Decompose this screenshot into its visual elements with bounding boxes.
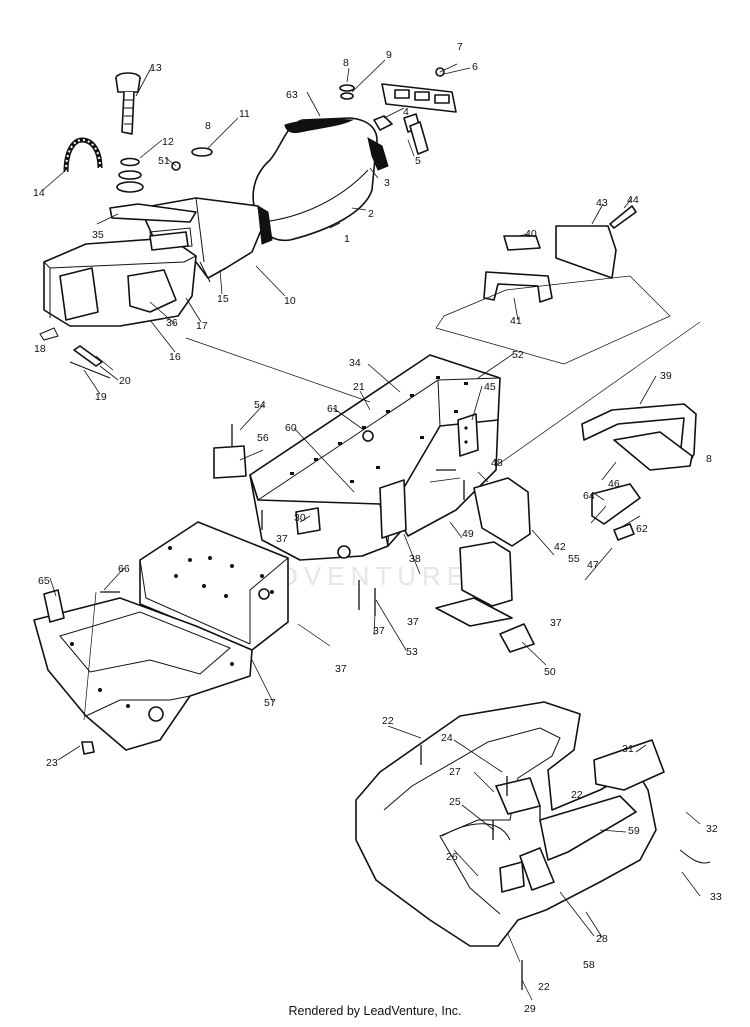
callout-39: 39: [660, 370, 672, 382]
callout-16: 16: [169, 351, 181, 363]
callout-10: 10: [284, 295, 296, 307]
callout-12: 12: [162, 136, 174, 148]
rear-seat-bracket: [339, 67, 457, 155]
callout-24: 24: [441, 732, 453, 744]
callout-5: 5: [415, 155, 421, 167]
callout-37e: 37: [550, 617, 562, 629]
callout-7: 7: [457, 41, 463, 53]
callout-33: 33: [710, 891, 722, 903]
callout-8: 8: [343, 57, 349, 69]
callout-30: 30: [294, 512, 306, 524]
callout-3: 3: [384, 177, 390, 189]
callout-38: 38: [409, 553, 421, 565]
footer-credit: Rendered by LeadVenture, Inc.: [288, 1004, 462, 1018]
callout-27: 27: [449, 766, 461, 778]
callout-49: 49: [462, 528, 474, 540]
callout-65: 65: [38, 575, 50, 587]
callout-22a: 22: [382, 715, 394, 727]
fuel-cap-assembly: [115, 72, 213, 193]
callout-46: 46: [608, 478, 620, 490]
callout-45: 45: [484, 381, 496, 393]
callout-42: 42: [554, 541, 566, 553]
callout-48: 48: [491, 457, 503, 469]
callout-51: 51: [158, 155, 170, 167]
callout-56: 56: [257, 432, 269, 444]
callout-21: 21: [353, 381, 365, 393]
fastener-stems: [100, 424, 541, 990]
callout-14: 14: [33, 187, 45, 199]
callout-52: 52: [512, 349, 524, 361]
callout-47: 47: [587, 559, 599, 571]
leader-lines: [42, 59, 701, 1001]
callout-22c: 22: [538, 981, 550, 993]
callout-41: 41: [510, 315, 522, 327]
alignment-lines: [83, 275, 701, 963]
callout-60: 60: [285, 422, 297, 434]
callout-9: 9: [386, 49, 392, 61]
callout-66: 66: [118, 563, 130, 575]
callout-34: 34: [349, 357, 361, 369]
callout-19: 19: [95, 391, 107, 403]
callout-57: 57: [264, 697, 276, 709]
callout-54: 54: [254, 399, 266, 411]
callout-22b: 22: [571, 789, 583, 801]
fuel-tank: [39, 203, 197, 379]
callout-4: 4: [403, 106, 409, 118]
callout-32: 32: [706, 823, 718, 835]
callout-40: 40: [525, 228, 537, 240]
callout-44: 44: [627, 194, 639, 206]
callout-17: 17: [196, 320, 208, 332]
callout-1: 1: [344, 233, 350, 245]
callout-2: 2: [368, 208, 374, 220]
callout-62: 62: [636, 523, 648, 535]
callout-18: 18: [34, 343, 46, 355]
callout-37a: 37: [276, 533, 288, 545]
callout-13: 13: [150, 62, 162, 74]
callout-29: 29: [524, 1003, 536, 1015]
callout-8c: 8: [706, 453, 712, 465]
callout-58: 58: [583, 959, 595, 971]
callout-26: 26: [446, 851, 458, 863]
belly-pan: [355, 701, 711, 947]
callout-50: 50: [544, 666, 556, 678]
callout-37d: 37: [335, 663, 347, 675]
callout-11: 11: [239, 108, 250, 120]
callout-20: 20: [119, 375, 131, 387]
callout-6: 6: [472, 61, 478, 73]
callout-63: 63: [286, 89, 298, 101]
callout-61: 61: [327, 403, 339, 415]
callout-37b: 37: [373, 625, 385, 637]
callout-59: 59: [628, 825, 640, 837]
callout-labels: 1 2 3 4 5 6 7 8 9 10 11 12 13 14 15 16 1…: [33, 41, 722, 1015]
callout-37c: 37: [407, 616, 419, 628]
callout-55: 55: [568, 553, 580, 565]
callout-31: 31: [622, 743, 634, 755]
callout-35: 35: [92, 229, 104, 241]
callout-28: 28: [596, 933, 608, 945]
callout-23: 23: [46, 757, 58, 769]
bulkhead: [33, 521, 289, 755]
callout-64: 64: [583, 490, 595, 502]
callout-8b: 8: [205, 120, 211, 132]
rear-brackets: [213, 205, 697, 653]
callout-36: 36: [166, 317, 178, 329]
callout-25: 25: [449, 796, 461, 808]
callout-43: 43: [596, 197, 608, 209]
callout-15: 15: [217, 293, 229, 305]
hose-part: [63, 137, 103, 173]
seat-assembly: [139, 117, 389, 283]
callout-53: 53: [406, 646, 418, 658]
